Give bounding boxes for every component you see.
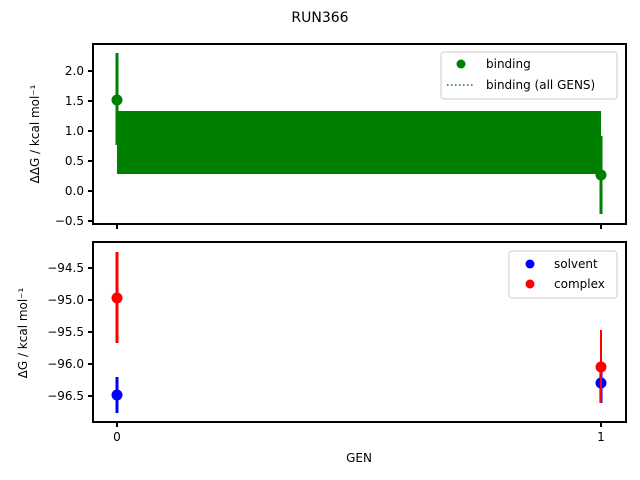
top-axes-frame [92,43,627,225]
legend-box [508,250,618,299]
bottom-y-tick-labels: −94.5 −95.0 −95.5 −96.0 −96.5 [47,261,84,403]
svg-text:−94.5: −94.5 [47,261,84,275]
top-legend: binding binding (all GENS) [440,51,618,100]
bottom-ticks [88,267,602,427]
legend-label-complex: complex [554,277,605,291]
svg-text:−95.0: −95.0 [47,293,84,307]
x-axis-label: GEN [346,451,372,465]
figure-title: RUN366 [291,10,348,26]
svg-text:0.5: 0.5 [65,154,84,168]
complex-point-gen0 [111,292,123,304]
legend-marker-solvent [525,259,535,269]
svg-text:0.0: 0.0 [65,184,84,198]
svg-text:2.0: 2.0 [65,64,84,78]
svg-text:−96.5: −96.5 [47,389,84,403]
legend-marker-complex [525,279,535,289]
svg-text:−0.5: −0.5 [55,214,84,228]
svg-text:−96.0: −96.0 [47,357,84,371]
top-panel: 2.0 1.5 1.0 0.5 0.0 −0.5 ΔΔG / kcal mol⁻… [28,43,627,229]
bottom-legend: solvent complex [508,250,618,299]
legend-box [440,51,618,100]
legend-label-binding: binding [486,57,531,71]
complex-point-gen1 [595,361,607,373]
bottom-x-tick-labels: 0 1 [113,430,605,444]
svg-text:−95.5: −95.5 [47,325,84,339]
svg-text:1.5: 1.5 [65,94,84,108]
legend-label-solvent: solvent [554,257,598,271]
bottom-y-axis-label: ΔG / kcal mol⁻¹ [16,287,30,378]
svg-text:1: 1 [597,430,605,444]
legend-label-binding-all: binding (all GENS) [486,78,595,92]
binding-point-gen0 [111,94,123,106]
bottom-panel: −94.5 −95.0 −95.5 −96.0 −96.5 0 1 GEN ΔG… [16,241,627,465]
legend-marker-binding [456,59,466,69]
top-y-axis-label: ΔΔG / kcal mol⁻¹ [28,84,42,183]
top-y-ticks [88,70,602,229]
binding-point-gen1 [595,169,607,181]
svg-text:1.0: 1.0 [65,124,84,138]
solvent-point-gen0 [111,389,123,401]
svg-text:0: 0 [113,430,121,444]
binding-all-gens-band [117,111,601,174]
top-y-tick-labels: 2.0 1.5 1.0 0.5 0.0 −0.5 [55,64,84,228]
